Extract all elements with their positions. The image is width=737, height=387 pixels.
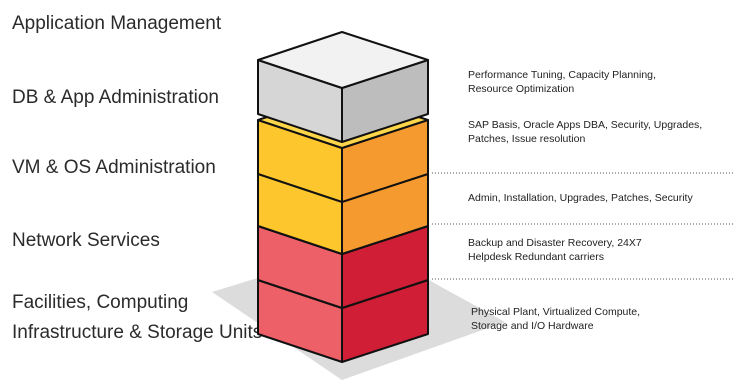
layer-label-vm-os-administration: VM & OS Administration [12, 157, 216, 178]
description-network-services: Backup and Disaster Recovery, 24X7 Helpd… [468, 237, 642, 263]
description-application-management: Performance Tuning, Capacity Planning, R… [468, 69, 656, 95]
layer-label-facilities: Facilities, Computing [12, 292, 189, 313]
description-facilities: Physical Plant, Virtualized Compute, Sto… [471, 306, 641, 332]
description-vm-os-administration: Admin, Installation, Upgrades, Patches, … [468, 192, 693, 204]
description-db-app-administration: SAP Basis, Oracle Apps DBA, Security, Up… [468, 119, 703, 145]
layer-label-db-app-administration: DB & App Administration [12, 87, 219, 108]
block-application-management [257, 31, 429, 143]
block-top-face [257, 31, 429, 89]
description-dividers [432, 172, 733, 280]
layer-label-network-services: Network Services [12, 230, 160, 251]
layer-label-infrastructure: Infrastructure & Storage Units [12, 322, 263, 343]
layer-label-application-management: Application Management [12, 13, 222, 34]
